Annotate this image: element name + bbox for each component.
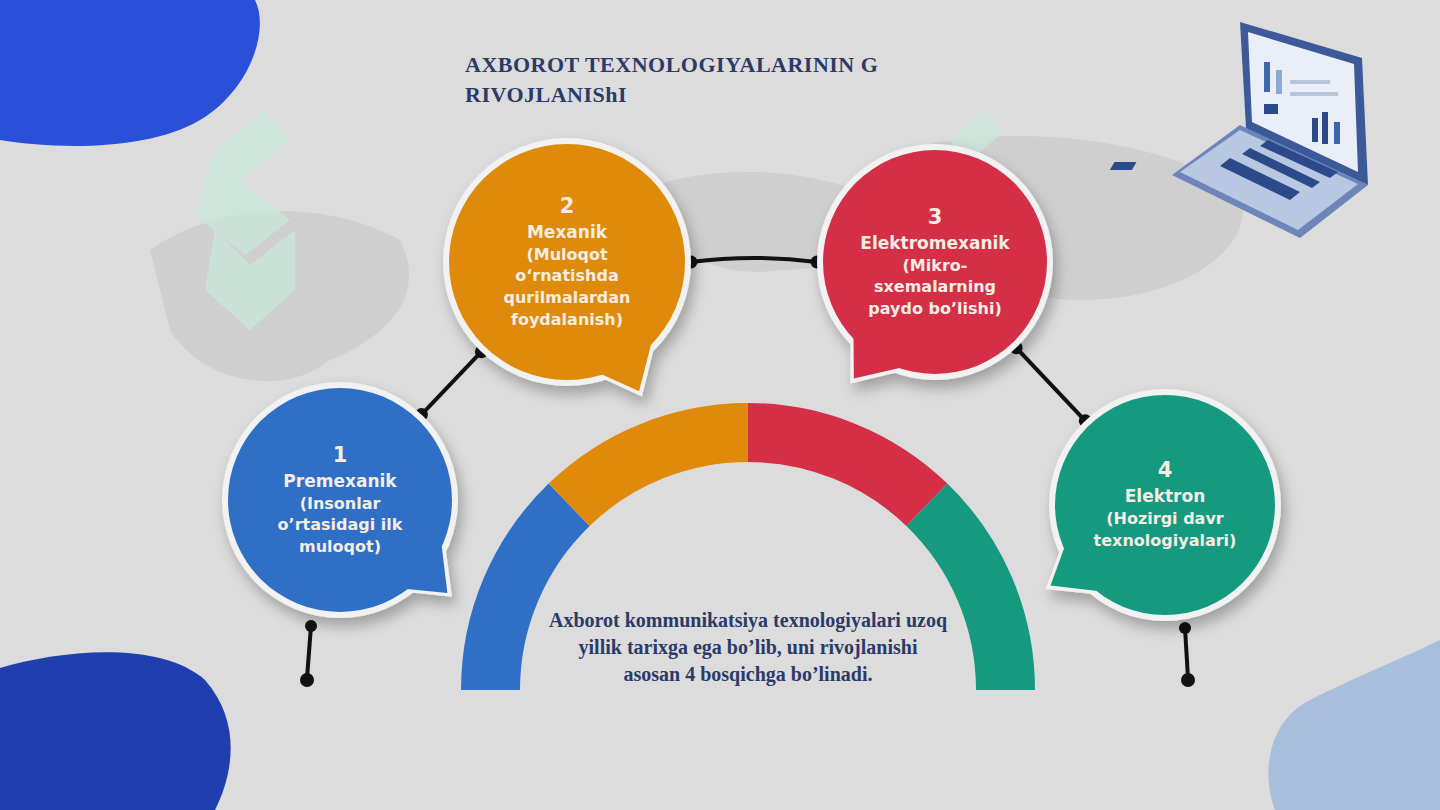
laptop-icon: [1110, 22, 1368, 238]
stage-description: (Muloqot o‘rnatishda qurilmalardan foyda…: [481, 244, 653, 330]
stage-number: 1: [333, 443, 348, 467]
bubble-text-box: 1Premexanik(Insonlar o’rtasidagi ilk mul…: [254, 443, 426, 558]
stage-description: (Hozirgi davr texnologiyalari): [1079, 508, 1251, 551]
arc-segment: [906, 484, 1035, 690]
stage-bubble: 3Elektromexanik(Mikro-sxemalarning paydo…: [783, 110, 1087, 414]
bubble-text-box: 3Elektromexanik(Mikro-sxemalarning paydo…: [849, 205, 1021, 320]
connector-line: [421, 352, 481, 415]
bubble-text-box: 4Elektron(Hozirgi davr texnologiyalari): [1079, 458, 1251, 551]
corner-shape: [0, 652, 231, 810]
bubble-text-box: 2Mexanik(Muloqot o‘rnatishda qurilmalard…: [481, 194, 653, 330]
stage-bubble: 2Mexanik(Muloqot o‘rnatishda qurilmalard…: [409, 104, 725, 420]
stage-bubble: 4Elektron(Hozirgi davr texnologiyalari): [1015, 355, 1315, 655]
stage-number: 2: [560, 194, 575, 218]
stage-description: (Mikro-sxemalarning paydo bo’lishi): [849, 255, 1021, 320]
stage-description: (Insonlar o’rtasidagi ilk muloqot): [254, 493, 426, 558]
connector: [415, 345, 488, 421]
bubble-fill: [449, 144, 685, 380]
connector: [685, 256, 824, 269]
bubble-outline: [222, 382, 458, 618]
arc-segment: [549, 403, 748, 526]
bubble-body: [443, 138, 691, 397]
connector-line: [1016, 348, 1085, 421]
bubble-outline: [443, 138, 691, 386]
bubble-outline: [817, 144, 1053, 380]
connector-line: [691, 258, 817, 262]
corner-shape: [0, 0, 260, 146]
stage-name: Premexanik: [283, 471, 396, 491]
bubble-fill: [228, 388, 452, 612]
connector: [1010, 341, 1092, 427]
stage-number: 3: [928, 205, 943, 229]
stage-name: Elektron: [1125, 486, 1206, 506]
corner-shape: [1268, 640, 1440, 810]
arc-caption: Axborot kommunikatsiya texnologiyalari u…: [548, 607, 948, 688]
bubble-body: [817, 144, 1053, 383]
diagram-title: AXBOROT TEXNOLOGIYALARININ G RIVOJLANISh…: [465, 50, 935, 110]
bubble-outline: [1049, 389, 1281, 621]
stage-name: Mexanik: [527, 222, 607, 242]
arc-segment: [461, 484, 590, 690]
stages-arc: Axborot kommunikatsiya texnologiyalari u…: [461, 403, 1035, 690]
stage-number: 4: [1158, 458, 1173, 482]
stage-bubble: 1Premexanik(Insonlar o’rtasidagi ilk mul…: [188, 348, 492, 652]
arc-segment: [748, 403, 947, 526]
bubble-fill: [1055, 395, 1275, 615]
bubble-body: [1046, 389, 1281, 621]
stage-name: Elektromexanik: [860, 233, 1009, 253]
bubble-body: [222, 382, 458, 618]
bubble-fill: [823, 150, 1047, 374]
